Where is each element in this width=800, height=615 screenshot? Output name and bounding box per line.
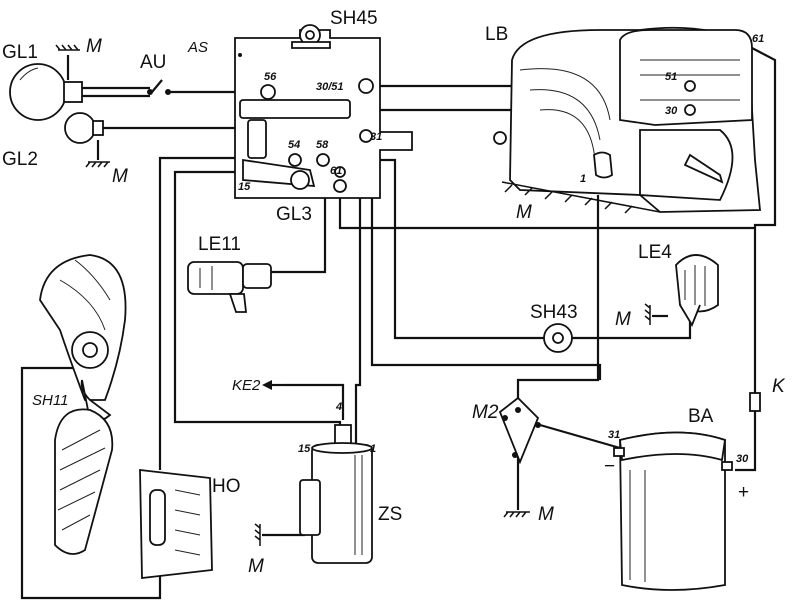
ground-symbol bbox=[503, 511, 530, 518]
wire-as15-zs15 bbox=[173, 170, 342, 445]
terminal-31 bbox=[359, 129, 373, 143]
label-ho: HO bbox=[212, 476, 241, 497]
wire-k-ba30 bbox=[735, 410, 757, 472]
terminal-label-30-lb: 30 bbox=[665, 105, 678, 117]
ground-symbol bbox=[644, 303, 651, 325]
sh11-steering bbox=[39, 254, 127, 555]
label-m-gl1: M bbox=[86, 36, 102, 57]
ground-symbol bbox=[55, 44, 80, 51]
label-lb: LB bbox=[485, 24, 508, 45]
lb-generator bbox=[493, 26, 761, 214]
wire-zs4-ke2 bbox=[285, 383, 345, 420]
label-minus: − bbox=[604, 456, 615, 477]
au-switch bbox=[147, 89, 171, 95]
label-k: K bbox=[772, 376, 786, 397]
wire-as-ho bbox=[158, 156, 248, 470]
sh43-switch bbox=[543, 323, 573, 353]
wire-zs1-as bbox=[354, 150, 362, 445]
terminal-label-56: 56 bbox=[264, 71, 277, 83]
terminal-label-15-zs: 15 bbox=[298, 443, 311, 455]
terminal-label-1-zs: 1 bbox=[370, 443, 376, 455]
gl1-lamp bbox=[9, 63, 83, 121]
label-sh45: SH45 bbox=[330, 8, 378, 29]
wire-m2-ba31 bbox=[539, 423, 621, 450]
label-m-lb: M bbox=[516, 202, 532, 223]
terminal-label-61-as: 61 bbox=[330, 165, 342, 177]
zs-coil bbox=[299, 424, 373, 564]
terminal-56 bbox=[260, 84, 276, 100]
label-gl3: GL3 bbox=[276, 204, 312, 225]
label-le4: LE4 bbox=[638, 242, 672, 263]
label-gl1: GL1 bbox=[2, 42, 38, 63]
terminal-label-61-lb: 61 bbox=[752, 33, 764, 45]
terminal-label-30-ba: 30 bbox=[736, 453, 749, 465]
wire-au-switch bbox=[151, 79, 163, 93]
gl2-lamp bbox=[64, 112, 104, 144]
terminal-label-31-ba: 31 bbox=[608, 429, 620, 441]
terminal-61 bbox=[333, 179, 347, 193]
label-ke2: KE2 bbox=[232, 377, 261, 394]
k-connector bbox=[749, 392, 761, 412]
terminal-51-lb bbox=[684, 80, 696, 92]
label-m2: M2 bbox=[472, 402, 499, 423]
terminal-58 bbox=[316, 153, 330, 167]
le4-lamp bbox=[675, 254, 719, 328]
wire-sh11-ho bbox=[20, 366, 162, 600]
wire-as61-lb61 bbox=[338, 188, 755, 230]
ba-battery bbox=[613, 431, 733, 591]
terminal-61b bbox=[334, 166, 346, 178]
wire-lb1-m2 bbox=[516, 195, 600, 398]
label-as: AS bbox=[187, 39, 208, 56]
label-m-zs: M bbox=[248, 556, 264, 577]
ground-symbol bbox=[254, 523, 261, 546]
terminal-label-31-as: 31 bbox=[370, 131, 382, 143]
terminal-label-58: 58 bbox=[316, 139, 329, 151]
ground-symbols bbox=[55, 44, 651, 546]
terminal-label-15-as: 15 bbox=[238, 181, 251, 193]
label-m-le4: M bbox=[615, 309, 631, 330]
label-m-gl2: M bbox=[112, 166, 128, 187]
le11-socket bbox=[187, 261, 272, 313]
terminal-label-30-51: 30/51 bbox=[316, 81, 344, 93]
terminal-30-lb bbox=[684, 104, 696, 116]
label-zs: ZS bbox=[378, 504, 402, 525]
m2-distributor bbox=[498, 396, 541, 465]
label-au: AU bbox=[140, 52, 166, 73]
ho-horn bbox=[139, 468, 213, 580]
label-sh43: SH43 bbox=[530, 302, 578, 323]
ke2-arrow bbox=[262, 380, 285, 390]
terminal-54 bbox=[288, 153, 302, 167]
label-ba: BA bbox=[688, 406, 714, 427]
wire-sh43-le4 bbox=[570, 320, 692, 340]
ground-symbol bbox=[85, 161, 110, 168]
wire-as31-down bbox=[370, 150, 602, 380]
terminal-label-1-lb: 1 bbox=[580, 173, 586, 185]
sh45-fuse bbox=[291, 24, 331, 49]
terminal-label-4-zs: 4 bbox=[335, 401, 342, 413]
terminal-30-51 bbox=[358, 78, 374, 94]
wire-lb61 bbox=[751, 47, 777, 395]
terminal-label-51-lb: 51 bbox=[665, 71, 677, 83]
label-gl2: GL2 bbox=[2, 149, 38, 170]
as-regulator bbox=[234, 29, 413, 199]
label-m-m2: M bbox=[538, 504, 554, 525]
label-plus: + bbox=[738, 482, 749, 503]
label-sh11: SH11 bbox=[32, 392, 68, 409]
terminal-label-54: 54 bbox=[288, 139, 300, 151]
labels: GL1 M AU AS SH45 LB GL2 M GL3 LE11 LE4 S… bbox=[2, 8, 786, 577]
label-le11: LE11 bbox=[198, 234, 241, 255]
